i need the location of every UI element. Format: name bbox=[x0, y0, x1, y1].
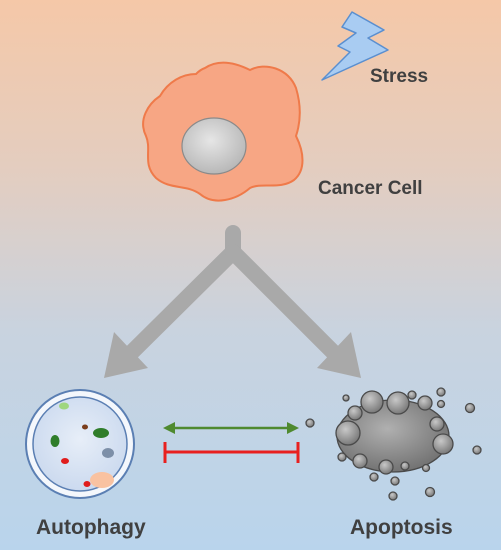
apoptotic-body bbox=[390, 476, 400, 486]
cargo-item bbox=[102, 448, 114, 458]
promotes-arrow bbox=[163, 422, 299, 434]
cargo-item bbox=[50, 435, 60, 447]
apoptotic-body bbox=[464, 402, 476, 414]
apoptotic-bleb bbox=[432, 433, 454, 455]
apoptotic-bleb bbox=[335, 420, 361, 446]
promotes-arrow-right-head bbox=[287, 422, 299, 434]
arrow-right-shaft bbox=[225, 244, 341, 360]
apoptotic-bleb bbox=[429, 416, 445, 432]
cancer-cell-label: Cancer Cell bbox=[318, 178, 423, 199]
cargo-item bbox=[90, 472, 114, 488]
apoptotic-bleb bbox=[400, 461, 410, 471]
apoptotic-body bbox=[424, 486, 436, 498]
arrow-left-shaft bbox=[124, 244, 241, 360]
apoptosis-label: Apoptosis bbox=[350, 516, 453, 539]
cancer-cell-icon bbox=[142, 61, 304, 202]
apoptotic-body bbox=[342, 394, 350, 402]
promotes-arrow-left-head bbox=[163, 422, 175, 434]
nucleus-icon bbox=[181, 117, 247, 175]
arrow-right-head bbox=[317, 332, 361, 378]
apoptotic-body bbox=[421, 463, 431, 473]
apoptotic-body bbox=[472, 445, 482, 455]
arrow-left-head bbox=[104, 332, 148, 378]
apoptotic-body bbox=[369, 472, 379, 482]
apoptotic-bleb bbox=[378, 459, 394, 475]
apoptotic-bleb bbox=[360, 390, 384, 414]
apoptotic-bleb bbox=[347, 405, 363, 421]
cargo-item bbox=[82, 424, 88, 430]
autophagy-label: Autophagy bbox=[36, 516, 146, 539]
apoptotic-bleb bbox=[386, 391, 410, 415]
branching-arrows bbox=[104, 225, 361, 378]
apoptotic-cell-icon bbox=[305, 387, 482, 501]
apoptotic-body bbox=[436, 399, 446, 409]
apoptotic-bleb bbox=[417, 395, 433, 411]
stress-label: Stress bbox=[370, 66, 429, 87]
apoptotic-body bbox=[305, 418, 315, 428]
cargo-item bbox=[59, 402, 69, 410]
inhibits-bar bbox=[163, 442, 300, 463]
autophagosome-icon bbox=[25, 389, 135, 499]
cargo-item bbox=[61, 458, 69, 464]
cargo-item bbox=[93, 428, 109, 438]
apoptotic-body bbox=[388, 491, 398, 501]
lightning-bolt-icon bbox=[321, 11, 389, 81]
cargo-item bbox=[83, 481, 91, 487]
apoptotic-body bbox=[407, 390, 417, 400]
apoptotic-body bbox=[436, 387, 446, 397]
apoptotic-bleb bbox=[352, 453, 368, 469]
autophagosome-inner bbox=[32, 396, 128, 492]
apoptotic-body bbox=[337, 452, 347, 462]
